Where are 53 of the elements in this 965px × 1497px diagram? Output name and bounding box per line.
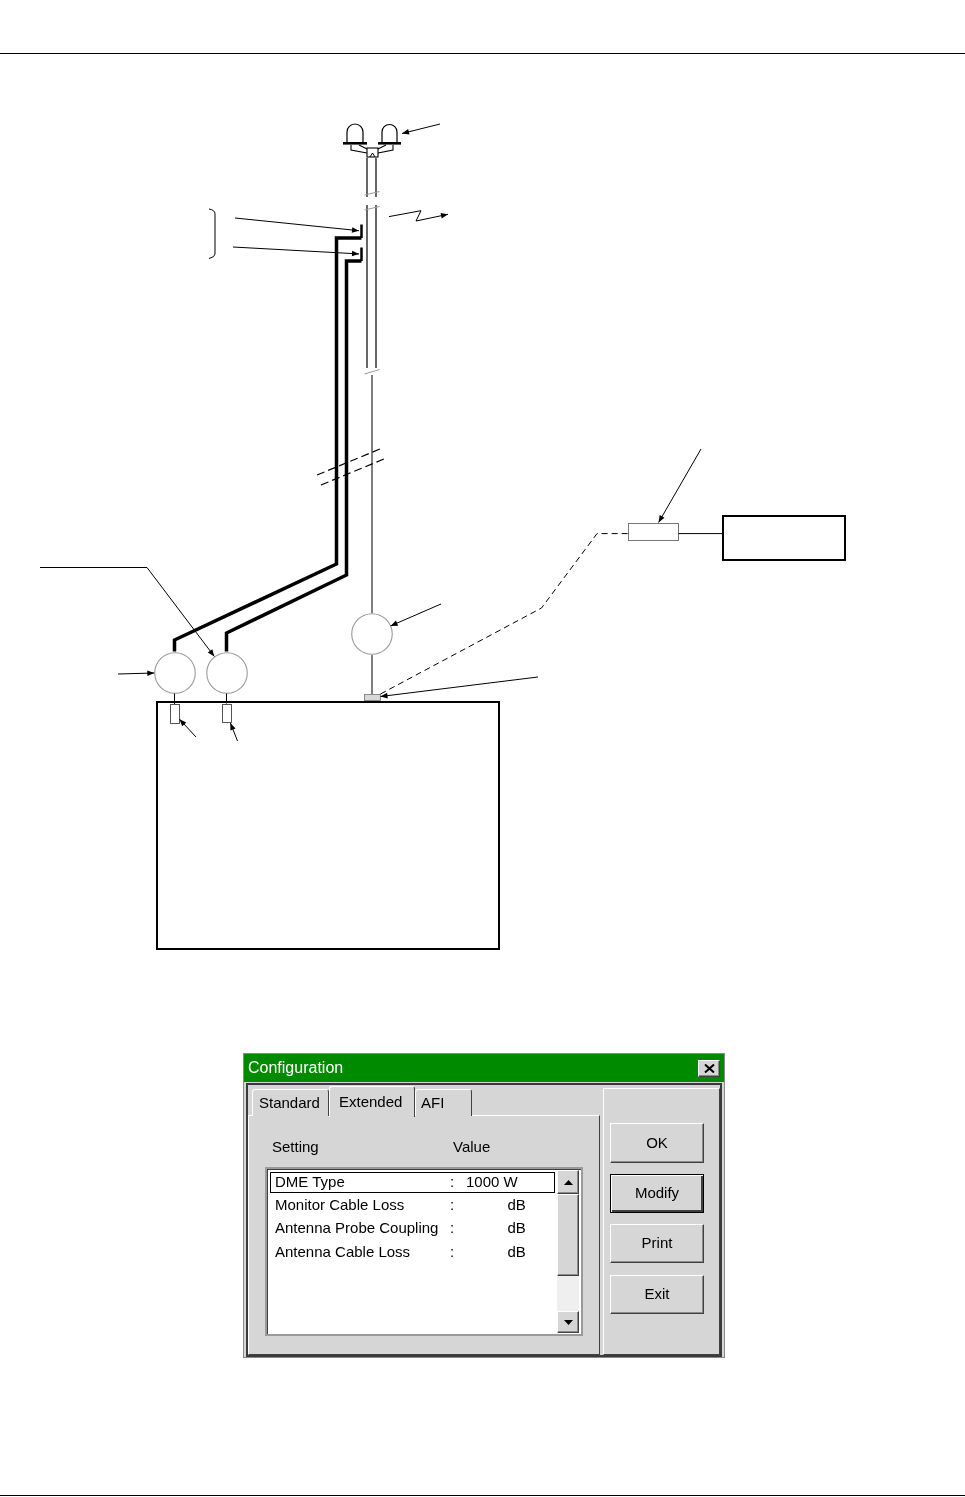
circle-symbol bbox=[153, 651, 196, 694]
leader-arrow bbox=[658, 448, 702, 523]
cable bbox=[678, 533, 723, 535]
tab: AFI bbox=[415, 1089, 472, 1116]
tab: Extended bbox=[329, 1086, 415, 1117]
window-title: Configuration bbox=[248, 1059, 344, 1077]
separator: : bbox=[450, 1196, 455, 1214]
parameter-name: Monitor Cable Loss bbox=[275, 1196, 405, 1214]
probe-symbol bbox=[359, 247, 364, 261]
column-header: Value bbox=[453, 1138, 491, 1156]
dashed-cable bbox=[380, 533, 629, 695]
leader-arrow bbox=[117, 670, 155, 676]
cable bbox=[371, 654, 373, 695]
unit-text: dB bbox=[507, 1219, 526, 1237]
circle-symbol bbox=[351, 613, 393, 655]
unit-text: dB bbox=[507, 1196, 526, 1214]
unit-text: dB bbox=[507, 1243, 526, 1261]
column-header: Setting bbox=[272, 1138, 319, 1156]
parameter-name: DME Type bbox=[275, 1173, 345, 1191]
connector-port bbox=[363, 694, 381, 701]
leader-arrow bbox=[179, 718, 197, 738]
cable bbox=[224, 259, 362, 652]
dialog-button: Exit bbox=[610, 1275, 704, 1314]
separator: : bbox=[450, 1243, 455, 1261]
dialog-button: Print bbox=[610, 1224, 704, 1263]
leader-arrow bbox=[229, 722, 238, 742]
leader-arrow bbox=[390, 603, 442, 627]
antenna-mast-drawing bbox=[364, 157, 380, 375]
cable bbox=[226, 693, 227, 704]
instrument-box bbox=[722, 514, 846, 561]
circle-symbol bbox=[205, 651, 248, 694]
dialog-button: Modify bbox=[610, 1174, 704, 1213]
tab: Standard bbox=[252, 1089, 329, 1116]
sensor-block bbox=[628, 522, 679, 541]
beacon-lamps-drawing bbox=[342, 123, 402, 159]
parameter-name: Antenna Cable Loss bbox=[275, 1243, 411, 1261]
probe-symbol bbox=[359, 224, 364, 238]
connector-port bbox=[169, 704, 180, 724]
parameter-reading: 1000 W bbox=[466, 1173, 518, 1191]
cable bbox=[371, 374, 373, 614]
parameter-name: Antenna Probe Coupling bbox=[275, 1219, 439, 1237]
leader-arrow bbox=[234, 217, 360, 233]
dialog-button: OK bbox=[610, 1123, 704, 1163]
leader-arrow bbox=[380, 676, 539, 699]
separator: : bbox=[450, 1219, 455, 1237]
equipment-cabinet bbox=[155, 700, 500, 950]
leader-arrow bbox=[39, 567, 215, 657]
leader-arrow bbox=[232, 246, 360, 257]
separator: : bbox=[450, 1173, 455, 1191]
cable bbox=[174, 693, 175, 705]
cable bbox=[172, 236, 362, 652]
connector-port bbox=[221, 703, 232, 723]
leader-arrow bbox=[401, 123, 441, 135]
